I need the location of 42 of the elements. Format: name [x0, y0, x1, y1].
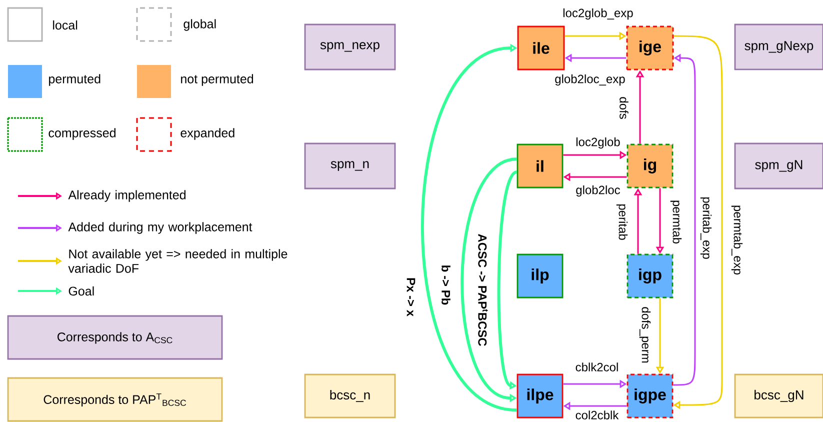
- edge-label: loc2glob: [574, 136, 622, 150]
- variable-box: ige: [626, 26, 674, 70]
- legend-label: global: [184, 19, 216, 31]
- variable-box: igp: [626, 254, 674, 298]
- legend-label: Not available yet => needed in multiple variadic DoF: [68, 249, 288, 273]
- legend-label: Corresponds to PAP$^{T}$BCSC: [44, 394, 186, 406]
- legend-label: Already implemented: [68, 190, 186, 202]
- edge-label: loc2glob_exp: [562, 7, 634, 21]
- matrix-box: spm_n: [304, 142, 396, 190]
- edge-label: Px -> x: [406, 276, 416, 318]
- edge-label: permtab_exp: [730, 204, 744, 276]
- matrix-box: spm_gN: [734, 142, 823, 190]
- legend-label: Goal: [68, 286, 94, 296]
- legend-label: local: [53, 20, 78, 30]
- variable-box: ile: [517, 26, 565, 70]
- edge-label: dofs_perm: [638, 306, 652, 364]
- legend-label: expanded: [180, 128, 234, 140]
- variable-box: igpe: [626, 374, 674, 418]
- edge-label: glob2loc: [574, 184, 622, 198]
- matrix-box: bcsc_n: [304, 374, 396, 418]
- legend-label: compressed: [48, 128, 116, 140]
- matrix-box: bcsc_gN: [734, 374, 823, 418]
- edge-label: b -> Pb: [440, 264, 452, 306]
- variable-box: ilp: [516, 254, 564, 298]
- variable-box: ig: [626, 144, 674, 188]
- edge-label: glob2loc_exp: [554, 73, 626, 87]
- edge-label: peritab: [615, 202, 629, 242]
- legend-label: Corresponds to A$_{CSC}$: [58, 332, 172, 344]
- matrix-box: spm_gNexp: [734, 24, 823, 70]
- edge-label: cblk2col: [574, 362, 620, 372]
- legend-label: permuted: [49, 74, 100, 86]
- edge-label: dofs: [618, 96, 630, 120]
- edge-label: peritab_exp: [699, 196, 713, 260]
- edge-label: permtab: [669, 198, 683, 245]
- variable-box: il: [516, 144, 564, 188]
- arrow: [421, 44, 518, 412]
- matrix-box: spm_nexp: [304, 24, 396, 70]
- edge-label: col2cblk: [574, 410, 620, 420]
- edge-label: ACSC -> PAP$^{t}$BCSC: [477, 232, 489, 348]
- variable-box: ilpe: [516, 374, 564, 418]
- legend-label: not permuted: [181, 74, 254, 86]
- legend-label: Added during my workplacement: [68, 222, 252, 234]
